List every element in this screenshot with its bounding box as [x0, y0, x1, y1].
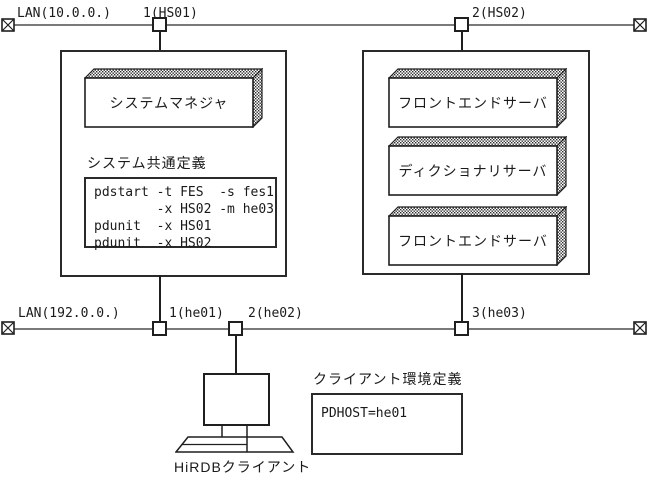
- front-end-server-label-2: フロントエンドサーバ: [398, 232, 548, 249]
- hs02-drop-line: [461, 32, 463, 50]
- node-he03-label: 3(he03): [472, 306, 527, 321]
- client-env-definition-text: PDHOST=he01: [321, 406, 408, 421]
- node-he02-connector: [228, 321, 243, 336]
- system-common-definition-box: pdstart -t FES -s fes1 -x HS02 -m he03 p…: [84, 177, 277, 251]
- lan2-label: LAN(192.0.0.): [18, 306, 120, 321]
- lan2-bus-line: [13, 328, 635, 330]
- hs01-drop-line: [159, 32, 161, 50]
- lan1-terminator-right-icon: [633, 18, 647, 32]
- node-he01-connector: [152, 321, 167, 336]
- front-end-server-label-1: フロントエンドサーバ: [398, 94, 548, 111]
- system-common-definition-title: システム共通定義: [87, 155, 207, 171]
- lan2-terminator-left-icon: [1, 321, 15, 335]
- node-he02-label: 2(he02): [248, 306, 303, 321]
- client-env-definition-box: PDHOST=he01: [311, 393, 463, 455]
- client-label: HiRDBクライアント: [174, 459, 312, 475]
- node-hs02-label: 2(HS02): [472, 6, 527, 21]
- lan1-label: LAN(10.0.0.): [17, 6, 111, 21]
- node-hs01-connector: [152, 17, 167, 32]
- dictionary-server-label: ディクショナリサーバ: [398, 162, 548, 179]
- system-manager-label: システムマネジャ: [109, 94, 229, 111]
- node-hs02-connector: [454, 17, 469, 32]
- system-common-definition-text: pdstart -t FES -s fes1 -x HS02 -m he03 p…: [94, 185, 275, 251]
- client-monitor-icon: [203, 373, 270, 426]
- he01-drop-line: [159, 275, 161, 322]
- server-3d-shape: [84, 68, 263, 128]
- server-3d-shape: [388, 68, 567, 128]
- front-end-server-box-1: フロントエンドサーバ: [388, 68, 567, 128]
- server-3d-shape: [388, 136, 567, 196]
- node-he03-connector: [454, 321, 469, 336]
- system-manager-server-box: システムマネジャ: [84, 68, 263, 128]
- client-drop-line: [235, 336, 237, 374]
- node-he01-label: 1(he01): [169, 306, 224, 321]
- front-end-server-box-2: フロントエンドサーバ: [388, 206, 567, 266]
- client-base-icon: [175, 426, 295, 453]
- server-3d-shape: [388, 206, 567, 266]
- dictionary-server-box: ディクショナリサーバ: [388, 136, 567, 196]
- lan1-terminator-left-icon: [1, 18, 15, 32]
- lan2-terminator-right-icon: [633, 321, 647, 335]
- he03-drop-line: [461, 273, 463, 322]
- lan1-bus-line: [13, 24, 635, 26]
- client-env-definition-title: クライアント環境定義: [313, 371, 463, 387]
